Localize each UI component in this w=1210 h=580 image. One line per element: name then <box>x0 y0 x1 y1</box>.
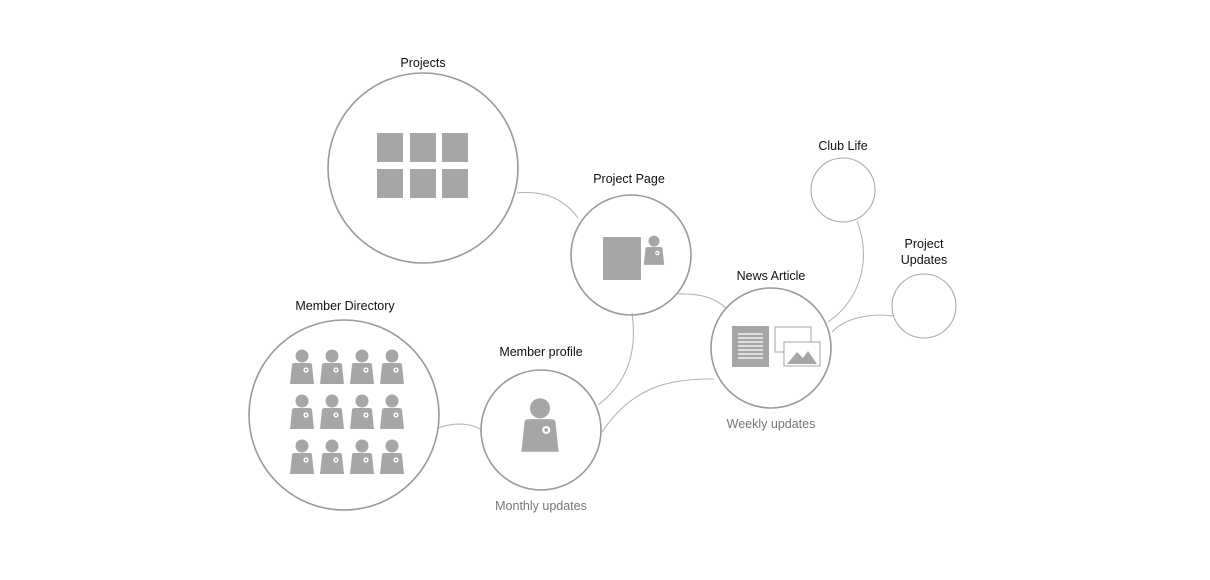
connector-member-directory-member-profile <box>437 423 483 431</box>
people-grid-icon <box>290 349 404 474</box>
member-directory-label: Member Directory <box>295 299 395 313</box>
connectors <box>437 191 894 433</box>
club-life-label: Club Life <box>818 139 868 153</box>
project-page-label: Project Page <box>593 172 665 186</box>
projects-node <box>327 72 519 264</box>
connector-project-page-news-article <box>677 293 727 309</box>
news-article-sublabel: Weekly updates <box>726 417 816 431</box>
news-article-label: News Article <box>736 269 806 283</box>
project-updates-label: Project Updates <box>900 237 948 267</box>
connector-projects-project-page <box>516 191 579 219</box>
member-profile-label: Member profile <box>499 345 583 359</box>
project-page-node <box>570 194 692 316</box>
person-icon <box>521 398 559 452</box>
connector-project-updates-news-article <box>831 314 894 333</box>
news-article-node <box>710 287 832 409</box>
projects-label: Projects <box>400 56 446 70</box>
member-directory-node <box>248 319 440 511</box>
member-profile-sublabel: Monthly updates <box>495 499 587 513</box>
club-life-node <box>810 157 876 223</box>
connector-club-life-news-article <box>827 220 864 323</box>
connector-project-page-member-profile <box>597 312 634 406</box>
project-updates-node <box>891 273 957 339</box>
connector-member-profile-news-article <box>601 378 715 433</box>
grid-icon <box>377 133 468 198</box>
member-profile-node <box>480 369 602 491</box>
page-with-person-icon <box>603 235 665 280</box>
article-with-images-icon <box>732 326 821 367</box>
